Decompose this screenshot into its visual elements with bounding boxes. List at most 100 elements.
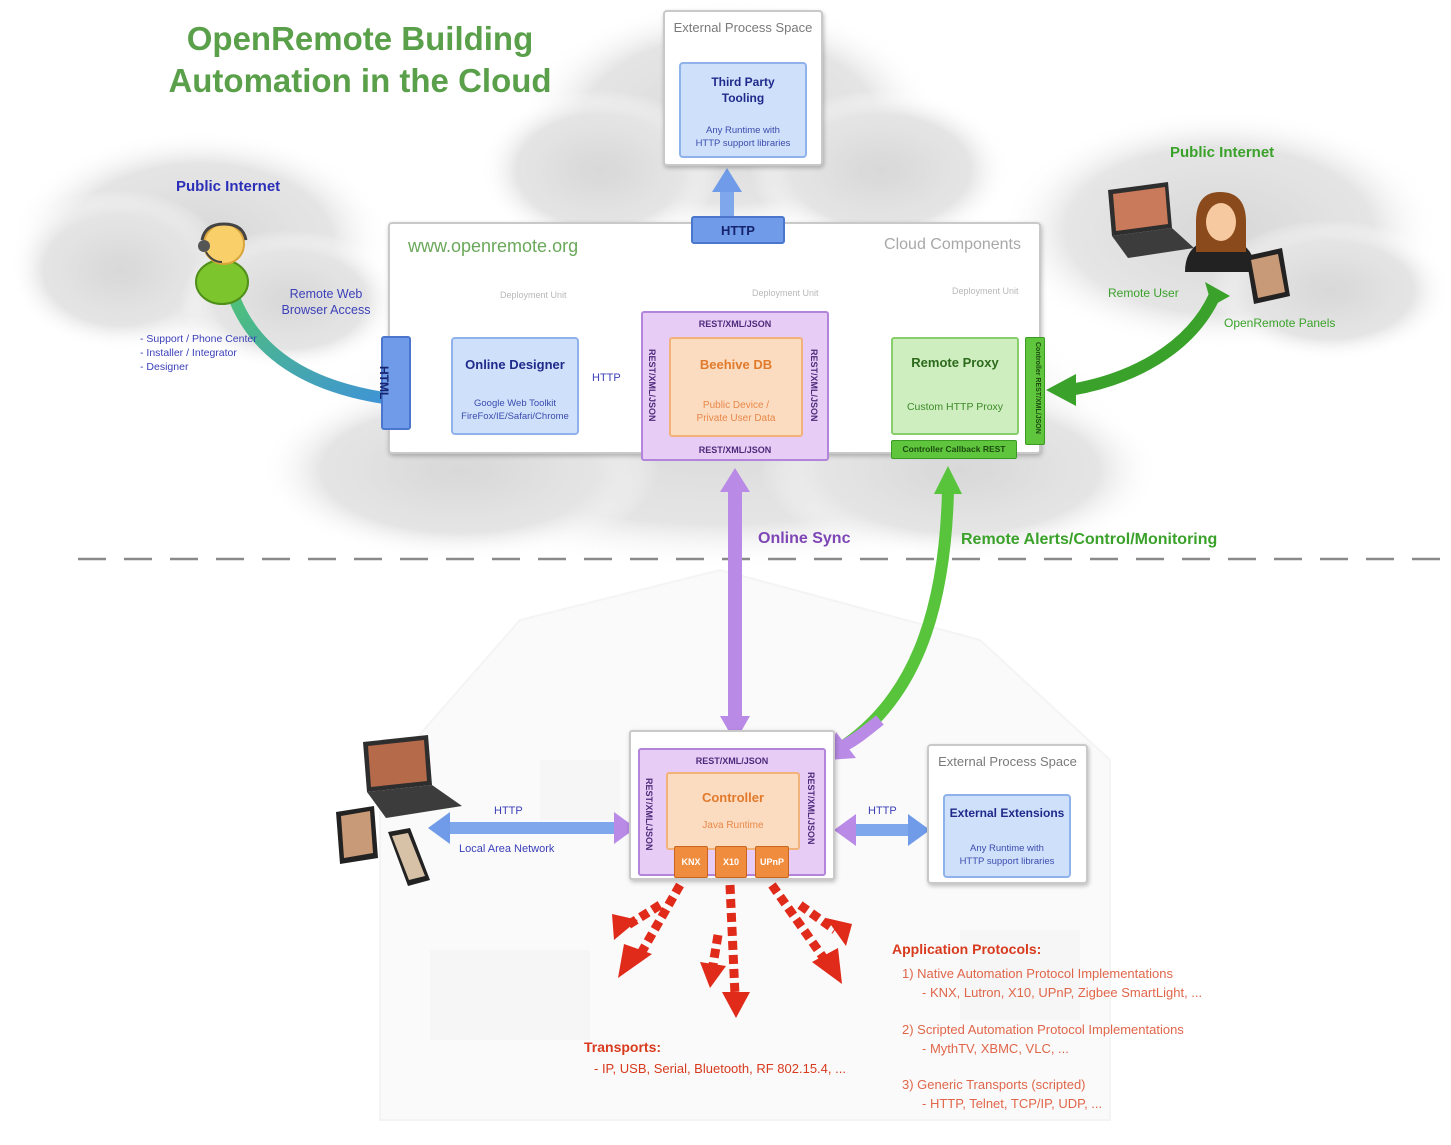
online-designer-sub: Google Web Toolkit FireFox/IE/Safari/Chr…	[453, 397, 577, 423]
controller-callback-label: Controller Callback REST	[902, 444, 1006, 454]
lan-http-label: HTTP	[494, 805, 523, 817]
app-protocol-item: 1) Native Automation Protocol Implementa…	[902, 966, 1173, 981]
external-process-bottom-header: External Process Space	[938, 754, 1077, 769]
app-protocols-title: Application Protocols:	[892, 941, 1042, 957]
online-sync-label: Online Sync	[758, 530, 851, 547]
beehive-title: Beehive DB	[699, 357, 773, 372]
cloud-left	[10, 130, 400, 370]
role-item: - Installer / Integrator	[140, 347, 237, 359]
online-designer-box[interactable]: Online Designer Google Web Toolkit FireF…	[451, 337, 579, 435]
ext-sub-line-2: HTTP support libraries	[959, 856, 1055, 867]
transport-arrows	[625, 882, 838, 996]
third-party-title: Third Party Tooling	[681, 74, 805, 106]
controller-title: Controller	[701, 790, 765, 805]
external-process-header: External Process Space	[673, 20, 813, 35]
online-designer-title: Online Designer	[465, 357, 565, 372]
third-party-sub-line-2: HTTP support libraries	[695, 138, 791, 149]
protocol-upnp[interactable]: UPnP	[755, 846, 789, 878]
support-person-icon	[195, 222, 249, 305]
tablet-top-right-icon	[1246, 248, 1290, 304]
laptop-bottom-left-icon	[363, 735, 462, 818]
controller-rest-side-badge: Controller REST/XML/JSON	[1025, 337, 1045, 445]
remote-user-label: Remote User	[1108, 286, 1179, 300]
deployment-unit-label: Deployment Unit	[952, 286, 1019, 296]
lan-arrow	[428, 812, 636, 844]
beehive-rest-top: REST/XML/JSON	[698, 319, 772, 329]
http-badge: HTTP	[691, 216, 785, 244]
access-line-2: Browser Access	[281, 303, 371, 317]
deployment-unit-label: Deployment Unit	[500, 290, 567, 300]
public-internet-left-label: Public Internet	[176, 178, 281, 195]
diagram-title: OpenRemote Building Automation in the Cl…	[150, 18, 570, 102]
beehive-db-box[interactable]: Beehive DB Public Device / Private User …	[669, 337, 803, 437]
app-protocol-item: - KNX, Lutron, X10, UPnP, Zigbee SmartLi…	[922, 985, 1203, 1000]
beehive-rest-right: REST/XML/JSON	[809, 349, 819, 422]
controller-rest-side-label: Controller REST/XML/JSON	[1034, 342, 1041, 434]
beehive-rest-bottom: REST/XML/JSON	[698, 445, 772, 455]
openremote-panels-label: OpenRemote Panels	[1224, 316, 1336, 330]
controller-rest-right: REST/XML/JSON	[806, 772, 816, 845]
controller-rest-top: REST/XML/JSON	[695, 756, 769, 766]
designer-http-label: HTTP	[592, 372, 621, 384]
remote-web-access-label: Remote Web Browser Access	[276, 286, 376, 318]
third-party-sub-line-1: Any Runtime with	[706, 125, 780, 136]
beehive-sub-line-1: Public Device /	[702, 400, 770, 411]
external-process-space-bottom: External Process Space External Extensio…	[927, 744, 1088, 884]
laptop-top-right-icon	[1108, 182, 1194, 258]
beehive-container: REST/XML/JSON REST/XML/JSON REST/XML/JSO…	[641, 311, 829, 461]
access-line-1: Remote Web	[289, 287, 363, 301]
ext-http-arrow	[834, 814, 930, 846]
html-badge: HTML	[377, 336, 411, 430]
external-extensions-box[interactable]: External Extensions Any Runtime with HTT…	[943, 794, 1071, 878]
controller-sub: Java Runtime	[702, 820, 764, 831]
controller-rest-left: REST/XML/JSON	[644, 778, 654, 851]
third-party-title-line-1: Third Party	[711, 75, 775, 89]
app-protocol-item: - HTTP, Telnet, TCP/IP, UDP, ...	[922, 1096, 1103, 1111]
lan-label: Local Area Network	[459, 843, 555, 855]
remote-alerts-arrow	[828, 466, 962, 760]
deployment-unit-label: Deployment Unit	[752, 288, 819, 298]
remote-alerts-label: Remote Alerts/Control/Monitoring	[961, 531, 1218, 548]
designer-sub-line-1: Google Web Toolkit	[473, 398, 557, 409]
phone-bottom-left-icon	[388, 828, 430, 886]
title-line-1: OpenRemote Building	[186, 20, 534, 57]
tablet-bottom-left-icon	[336, 806, 378, 864]
external-process-space-top: External Process Space Third Party Tooli…	[663, 10, 823, 166]
html-badge-label: HTML	[377, 366, 391, 400]
external-extensions-sub: Any Runtime with HTTP support libraries	[945, 842, 1069, 868]
remote-user-arrow	[1046, 282, 1230, 406]
site-url[interactable]: www.openremote.org	[408, 236, 579, 256]
transports-list: - IP, USB, Serial, Bluetooth, RF 802.15.…	[594, 1061, 846, 1076]
app-protocol-item: - MythTV, XBMC, VLC, ...	[922, 1041, 1069, 1056]
cloud-components-label: Cloud Components	[884, 236, 1021, 253]
title-line-2: Automation in the Cloud	[168, 62, 552, 99]
controller-box[interactable]: Controller Java Runtime	[666, 772, 800, 850]
external-extensions-title: External Extensions	[949, 806, 1065, 820]
third-party-title-line-2: Tooling	[721, 91, 765, 105]
controller-callback-badge: Controller Callback REST	[891, 440, 1017, 459]
protocol-x10[interactable]: X10	[715, 846, 747, 878]
remote-proxy-box[interactable]: Remote Proxy Custom HTTP Proxy	[891, 337, 1019, 435]
beehive-rest-left: REST/XML/JSON	[647, 349, 657, 422]
online-sync-arrow	[720, 468, 750, 742]
third-party-tooling-box[interactable]: Third Party Tooling Any Runtime with HTT…	[679, 62, 807, 158]
public-internet-right-label: Public Internet	[1170, 144, 1275, 161]
remote-proxy-sub: Custom HTTP Proxy	[906, 401, 1004, 413]
ext-sub-line-1: Any Runtime with	[970, 843, 1044, 854]
role-item: - Support / Phone Center	[140, 333, 257, 345]
app-protocol-item: 3) Generic Transports (scripted)	[902, 1077, 1086, 1092]
remote-proxy-title: Remote Proxy	[911, 355, 999, 370]
http-badge-label: HTTP	[721, 223, 755, 238]
role-item: - Designer	[140, 361, 189, 373]
support-roles: - Support / Phone Center - Installer / I…	[140, 332, 257, 374]
beehive-sub-line-2: Private User Data	[696, 413, 776, 424]
transports-title: Transports:	[584, 1039, 662, 1055]
beehive-sub: Public Device / Private User Data	[671, 399, 801, 425]
third-party-sub: Any Runtime with HTTP support libraries	[681, 124, 805, 150]
app-protocol-item: 2) Scripted Automation Protocol Implemen…	[902, 1022, 1184, 1037]
protocol-knx[interactable]: KNX	[674, 846, 708, 878]
ext-http-label: HTTP	[868, 805, 897, 817]
designer-sub-line-2: FireFox/IE/Safari/Chrome	[461, 411, 569, 422]
remote-user-icon	[1185, 192, 1255, 272]
